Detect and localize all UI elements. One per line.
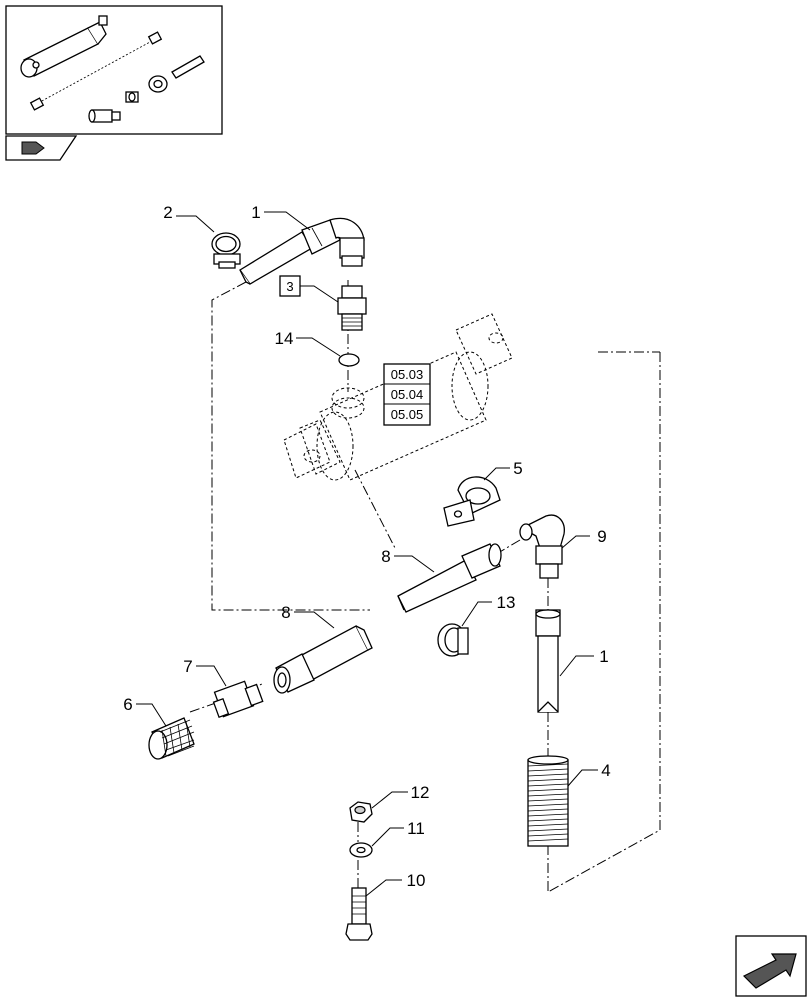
thumbnail-nut — [148, 75, 168, 93]
callout-1-lower: 1 — [599, 647, 608, 666]
part-nut-12 — [349, 801, 373, 823]
callout-8-upper: 8 — [381, 547, 390, 566]
part-elbow-fitting-9 — [519, 514, 565, 579]
part-hose-upper — [239, 217, 365, 285]
thumbnail-cylinder — [20, 15, 108, 78]
callout-3-box — [279, 275, 301, 297]
callout-6: 6 — [123, 695, 132, 714]
callout-1-upper: 1 — [251, 203, 260, 222]
callout-4: 4 — [601, 761, 610, 780]
callout-8-lower: 8 — [281, 603, 290, 622]
reference-05-04[interactable]: 05.04 — [391, 387, 424, 402]
part-bolt-10 — [345, 887, 373, 941]
callout-10: 10 — [407, 871, 426, 890]
callout-12: 12 — [411, 783, 430, 802]
callout-2: 2 — [163, 203, 172, 222]
callout-13: 13 — [497, 593, 516, 612]
callout-14: 14 — [275, 329, 294, 348]
reference-05-03[interactable]: 05.03 — [391, 367, 424, 382]
callout-labels: 2 1 3 14 5 8 9 8 13 7 1 6 4 12 11 10 — [123, 203, 610, 890]
part-washer-11 — [349, 842, 373, 858]
hydraulic-cylinder-phantom — [283, 313, 513, 481]
part-clamp-upper — [211, 232, 241, 269]
part-adapter-7 — [212, 680, 264, 719]
section-reference-boxes[interactable]: 05.03 05.04 05.05 — [383, 363, 431, 426]
thumbnail-tube — [171, 55, 205, 79]
reference-05-05[interactable]: 05.05 — [391, 407, 424, 422]
callout-3: 3 — [286, 279, 293, 294]
next-page-arrow-icon[interactable] — [735, 935, 807, 997]
part-spring-guard-4 — [527, 755, 569, 847]
part-sleeve-8-upper — [397, 543, 502, 613]
part-oring-14 — [338, 353, 360, 367]
callout-9: 9 — [597, 527, 606, 546]
kit-thumbnail[interactable] — [5, 5, 223, 135]
part-clamp-13 — [437, 623, 469, 657]
part-coupler-6 — [148, 717, 195, 760]
callout-5: 5 — [513, 459, 522, 478]
callout-leaders — [136, 211, 598, 897]
callout-7: 7 — [183, 657, 192, 676]
part-hose-lower — [535, 609, 561, 713]
part-sleeve-8-lower — [273, 625, 373, 694]
part-p-clip-5 — [443, 476, 501, 527]
thumbnail-plug — [125, 91, 139, 103]
thumbnail-fitting — [88, 109, 121, 123]
kit-thumbnail-icon[interactable] — [5, 135, 78, 161]
part-fitting-3 — [337, 285, 367, 331]
callout-11: 11 — [407, 819, 425, 838]
thumbnail-hose — [29, 31, 163, 111]
